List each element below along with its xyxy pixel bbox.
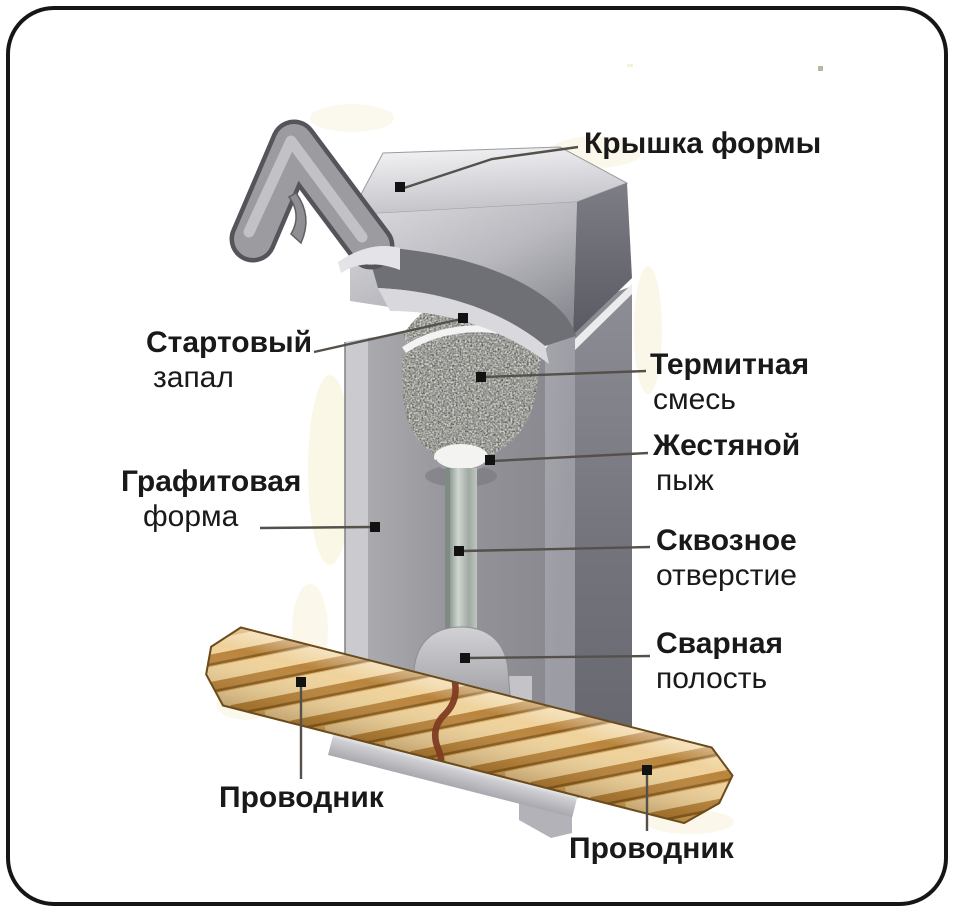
label-mold-cover: Крышка формы (584, 126, 821, 161)
pour-channel-shadow (366, 246, 576, 346)
dot-thermite-mix (476, 372, 486, 382)
label-text: Проводник (569, 832, 734, 865)
mold-right-face (575, 286, 632, 798)
label-text: Проводник (219, 781, 384, 814)
conductor-cable (197, 621, 738, 832)
through-hole-seam (445, 468, 450, 634)
channel-front-lip (338, 245, 400, 273)
dot-conductor-left (296, 677, 306, 687)
label-text: Термитная (650, 348, 810, 381)
dot-conductor-right (642, 765, 652, 775)
tin-wad-disc (434, 444, 488, 470)
label-text: Жестяной (653, 429, 801, 462)
label-text: Графитовая (121, 465, 302, 498)
rounded-frame-border (6, 6, 948, 906)
label-subtext: полость (656, 662, 768, 695)
mold-base-plate (328, 733, 578, 818)
label-through-hole: Сквозное отверстие (656, 523, 797, 593)
cable-outline (205, 626, 734, 825)
mold-cover (349, 146, 632, 364)
leader-graphite-mold (259, 525, 373, 530)
leader-cover (403, 145, 579, 190)
label-text: Крышка формы (584, 127, 822, 160)
label-thermite-mix: Термитная смесь (650, 347, 809, 417)
leader-lines (259, 145, 651, 831)
leader-starter-fuse (313, 317, 462, 354)
label-subtext: пыж (656, 464, 714, 497)
igniter-spur (287, 192, 307, 245)
marker-dots (296, 182, 652, 775)
leader-tin-wad (492, 451, 649, 463)
label-graphite-mold: Графитовая форма (121, 464, 301, 534)
leader-thermite-mix (483, 369, 647, 379)
label-subtext: отверстие (656, 559, 797, 592)
dot-graphite-mold (370, 522, 380, 532)
label-text: Сквозное (656, 524, 797, 557)
label-starter-fuse: Стартовый запал (146, 325, 312, 395)
dot-starter-fuse (458, 313, 468, 323)
cover-right-face (573, 183, 632, 335)
leader-weld-cavity (467, 654, 651, 660)
label-subtext: смесь (653, 383, 736, 416)
pour-channel-lip (378, 288, 549, 364)
dot-through-hole (454, 546, 464, 556)
label-conductor-right: Проводник (569, 831, 734, 866)
label-text: Стартовый (146, 326, 313, 359)
label-subtext: запал (153, 361, 234, 394)
dot-tin-wad (485, 455, 495, 465)
label-weld-cavity: Сварная полость (656, 626, 783, 696)
dot-weld-cavity (460, 653, 470, 663)
background-smudges (216, 64, 823, 834)
mold-cover-gap (573, 284, 632, 352)
label-tin-wad: Жестяной пыж (653, 428, 800, 498)
label-conductor-left: Проводник (219, 780, 384, 815)
label-text: Сварная (656, 627, 784, 660)
igniter-tool (229, 119, 400, 273)
dot-cover (395, 182, 405, 192)
leader-through-hole (461, 545, 651, 553)
label-subtext: форма (143, 500, 239, 533)
